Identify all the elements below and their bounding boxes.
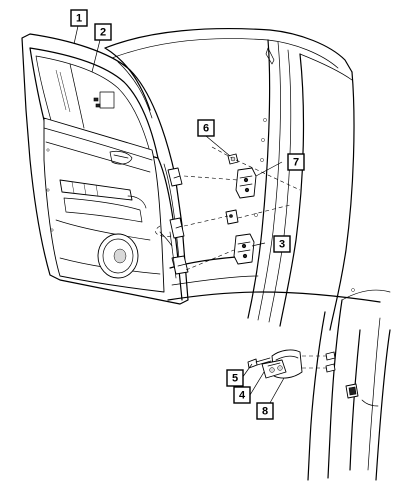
bolt-part-6 [227,153,239,165]
rear-door-assembly [21,33,189,305]
callout-label-7: 7 [293,157,299,169]
door-check-strap [225,209,239,225]
upper-hinge-assembly [235,167,257,199]
callout-2: 2 [94,23,112,41]
callout-label-1: 1 [76,13,82,25]
callout-8: 8 [256,402,274,420]
leader-lines [73,25,285,411]
callout-label-2: 2 [100,27,106,39]
callout-7: 7 [287,153,305,171]
door-trim-panel [43,117,165,293]
callout-label-4: 4 [239,390,246,402]
speaker-grille [97,233,139,279]
callout-1: 1 [70,9,88,27]
lower-hinge-assembly [233,233,255,265]
callout-label-6: 6 [203,123,209,135]
callout-4: 4 [233,386,251,404]
callout-label-8: 8 [262,406,268,418]
detail-view-pillar [307,288,391,481]
callout-label-5: 5 [232,373,238,385]
callout-label-3: 3 [279,239,285,251]
callout-3: 3 [273,235,291,253]
callout-6: 6 [197,119,215,137]
detail-striker-assembly [247,349,336,379]
callout-5: 5 [226,369,244,387]
